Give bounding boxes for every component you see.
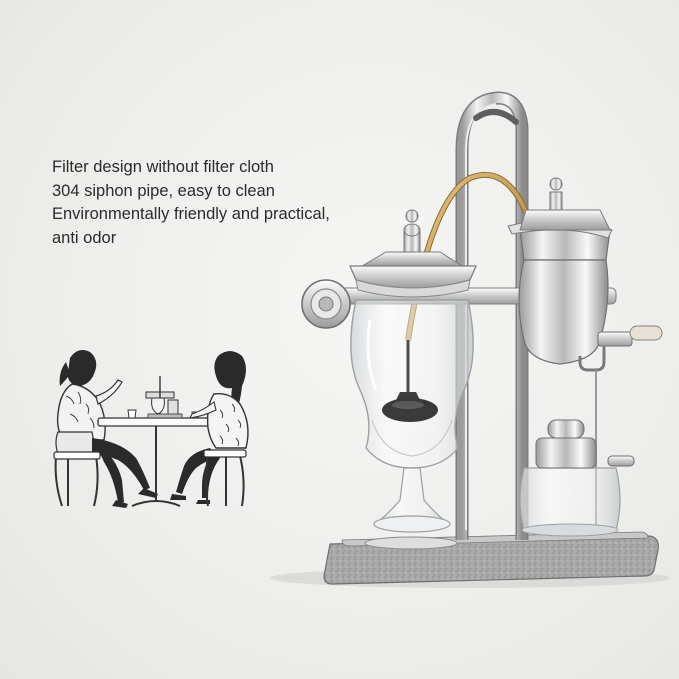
woman-left-sketch [53, 350, 158, 508]
alcohol-burner [519, 419, 635, 537]
cafe-sketch [53, 350, 249, 508]
feature-caption: Filter design without filter cloth 304 s… [52, 156, 330, 250]
siphon-coffee-maker [301, 91, 663, 585]
caption-line-2: 304 siphon pipe, easy to clean [52, 181, 275, 200]
woman-right-sketch [170, 351, 249, 507]
glass-vessel [350, 299, 474, 533]
chrome-arch-frame [455, 91, 529, 540]
speckled-base [323, 531, 659, 585]
cafe-table-sketch [97, 376, 217, 507]
caption-line-3: Environmentally friendly and practical, [52, 205, 330, 223]
chrome-kettle [507, 177, 663, 530]
glass-vessel-lid [349, 209, 477, 298]
caption-line-1: Filter design without filter cloth [52, 158, 274, 176]
caption-line-4: anti odor [52, 228, 117, 247]
